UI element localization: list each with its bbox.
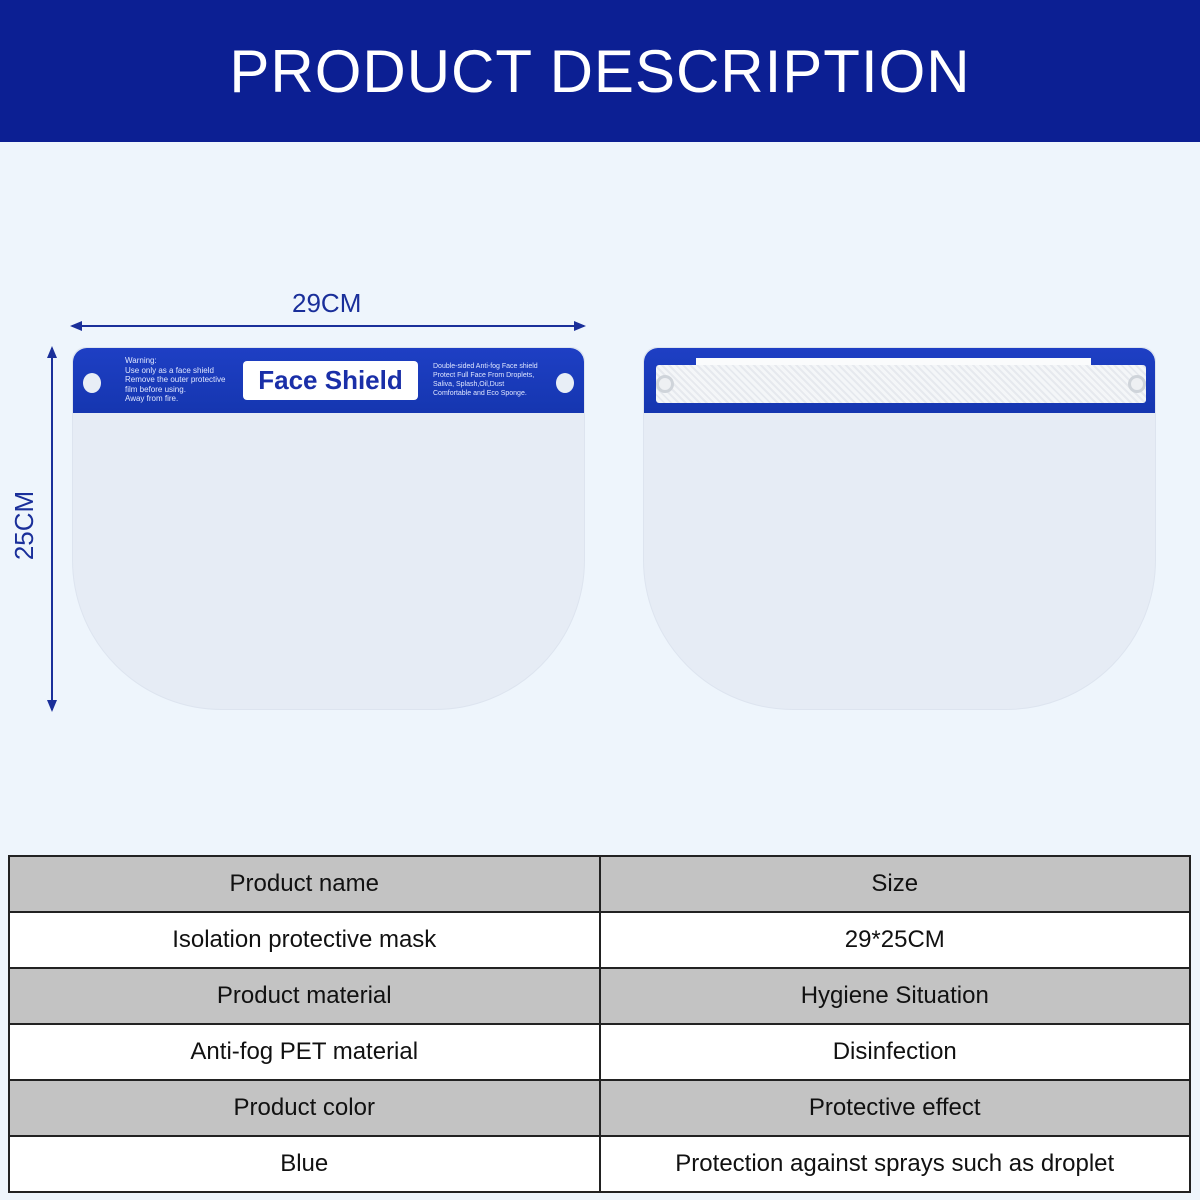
table-cell: Isolation protective mask [8,911,601,969]
feature-text: Double-sided Anti-fog Face shield Protec… [433,363,538,397]
face-shield-back-image [643,347,1156,710]
table-cell: Protective effect [598,1079,1191,1137]
height-label: 25CM [9,490,40,561]
shield-band [644,348,1155,413]
shield-band: Warning: Use only as a face shield Remov… [73,348,584,413]
page-title: PRODUCT DESCRIPTION [229,37,971,105]
table-cell: Blue [8,1135,601,1193]
width-label: 29CM [292,288,362,318]
table-cell: Product name [8,855,601,913]
table-cell: Anti-fog PET material [8,1023,601,1081]
grommet-icon [1128,375,1146,393]
header-banner: PRODUCT DESCRIPTION [0,0,1200,142]
table-cell: Product material [8,967,601,1025]
table-cell: Size [598,855,1191,913]
table-cell: 29*25CM [598,911,1191,969]
button-hole-icon [83,373,101,393]
warning-text: Warning: Use only as a face shield Remov… [125,356,226,403]
button-hole-icon [556,373,574,393]
width-arrow-icon [70,321,586,331]
table-cell: Hygiene Situation [598,967,1191,1025]
elastic-strap [656,365,1146,403]
table-cell: Disinfection [598,1023,1191,1081]
grommet-icon [656,375,674,393]
face-shield-front-image: Warning: Use only as a face shield Remov… [72,347,585,710]
height-arrow-icon [47,346,57,712]
table-cell: Product color [8,1079,601,1137]
table-cell: Protection against sprays such as drople… [598,1135,1191,1193]
sponge-strip [696,358,1091,368]
face-shield-label: Face Shield [243,361,418,400]
